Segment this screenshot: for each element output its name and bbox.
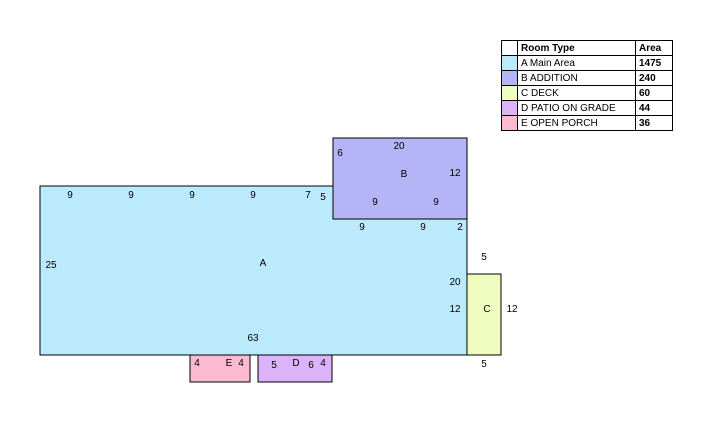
- legend-row: D PATIO ON GRADE 44: [501, 100, 673, 116]
- legend-row: A Main Area 1475: [501, 55, 673, 71]
- room-d-shape[interactable]: [257, 354, 333, 383]
- room-e-label: E: [226, 358, 233, 369]
- legend-room-name: C DECK: [517, 85, 636, 101]
- legend-room-name: A Main Area: [517, 55, 636, 71]
- dim-a-under-b-2: 9: [420, 222, 426, 233]
- legend-row: C DECK 60: [501, 85, 673, 101]
- legend-room-area: 1475: [635, 55, 673, 71]
- dim-b-bottom-2: 9: [433, 197, 439, 208]
- dim-c-top: 5: [481, 252, 487, 263]
- dim-a-right-upper: 20: [449, 277, 461, 288]
- dim-b-left: 6: [337, 148, 343, 159]
- legend-header-room-type: Room Type: [517, 40, 636, 56]
- legend-room-area: 44: [635, 100, 673, 116]
- legend-row: B ADDITION 240: [501, 70, 673, 86]
- dim-c-bottom: 5: [481, 359, 487, 370]
- dim-b-top: 20: [393, 141, 405, 152]
- dim-a-under-b-3: 2: [457, 222, 463, 233]
- room-e-shape[interactable]: [189, 354, 251, 383]
- legend-room-area: 36: [635, 115, 673, 131]
- dim-a-top-1: 9: [67, 190, 73, 201]
- legend-row: E OPEN PORCH 36: [501, 115, 673, 131]
- legend-swatch: [501, 115, 518, 131]
- dim-a-top-5: 7: [305, 190, 311, 201]
- legend-swatch: [501, 85, 518, 101]
- room-b-label: B: [401, 169, 408, 180]
- dim-b-right: 12: [449, 168, 461, 179]
- room-a-label: A: [260, 258, 267, 269]
- dim-c-right: 12: [506, 304, 518, 315]
- dim-a-bottom: 63: [247, 333, 259, 344]
- dim-a-under-b-1: 9: [359, 222, 365, 233]
- room-c-label: C: [483, 304, 490, 315]
- dim-e-left: 4: [194, 358, 200, 369]
- legend-room-name: E OPEN PORCH: [517, 115, 636, 131]
- legend-swatch: [501, 55, 518, 71]
- dim-b-bottom-1: 9: [372, 197, 378, 208]
- legend-room-name: B ADDITION: [517, 70, 636, 86]
- room-b-shape[interactable]: [332, 137, 468, 220]
- legend-header-row: Room Type Area: [501, 40, 673, 56]
- room-c-shape[interactable]: [466, 273, 502, 356]
- legend-swatch: [501, 100, 518, 116]
- room-legend-table: Room Type Area A Main Area 1475 B ADDITI…: [501, 40, 673, 131]
- legend-room-area: 240: [635, 70, 673, 86]
- dim-a-top-4: 9: [250, 190, 256, 201]
- legend-room-area: 60: [635, 85, 673, 101]
- legend-room-name: D PATIO ON GRADE: [517, 100, 636, 116]
- dim-e-right: 4: [238, 358, 244, 369]
- dim-d-mid: 6: [308, 360, 314, 371]
- dim-d-left: 5: [271, 360, 277, 371]
- legend-header-area: Area: [635, 40, 673, 56]
- legend-swatch: [501, 70, 518, 86]
- legend-header-swatch: [501, 40, 518, 56]
- room-d-label: D: [292, 358, 299, 369]
- dim-a-right-lower: 12: [449, 304, 461, 315]
- dim-a-top-3: 9: [189, 190, 195, 201]
- dim-d-right: 4: [320, 358, 326, 369]
- dim-a-step: 5: [320, 192, 326, 203]
- dim-a-left: 25: [45, 260, 57, 271]
- dim-a-top-2: 9: [128, 190, 134, 201]
